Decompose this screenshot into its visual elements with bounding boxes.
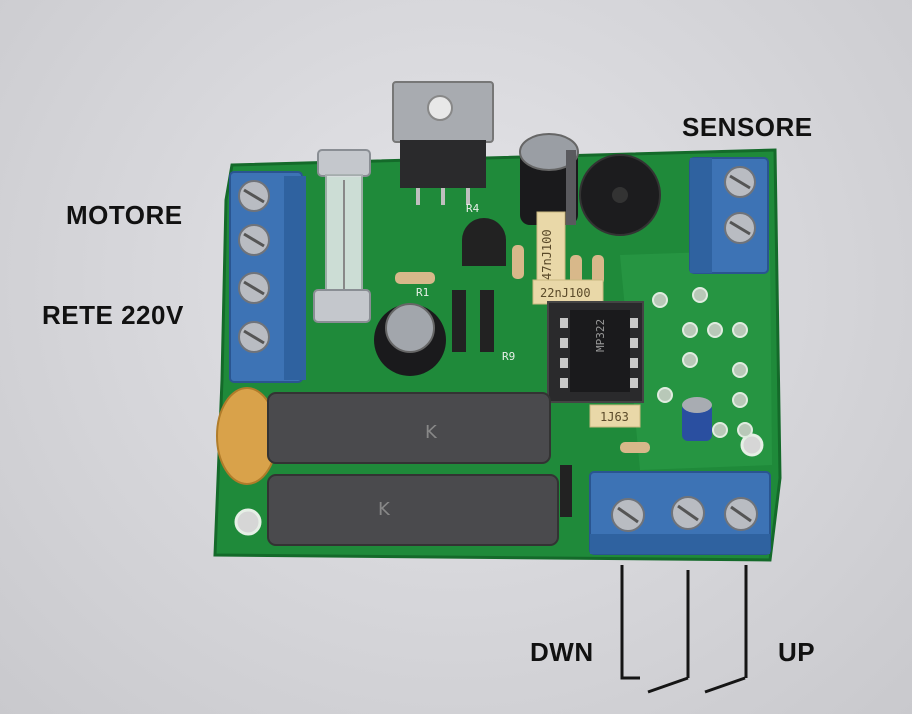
- silk-r4: R4: [466, 202, 480, 215]
- diode-bottom: [560, 465, 572, 517]
- ic-marking: MP322: [594, 319, 607, 352]
- film-capacitor-c: 1J63: [589, 404, 641, 428]
- diode: [452, 290, 466, 352]
- diode: [480, 290, 494, 352]
- mounting-hole: [234, 508, 262, 536]
- capacitor-b-marking: 22nJ100: [540, 286, 591, 300]
- fuse: [313, 149, 371, 323]
- relay-top: K: [267, 392, 551, 464]
- silk-r9: R9: [502, 350, 515, 363]
- solder-pads: [652, 287, 753, 438]
- film-capacitor-b: 22nJ100: [532, 279, 604, 305]
- small-capacitor-blue: [682, 397, 712, 441]
- relay-bottom-mark: K: [378, 499, 391, 520]
- resistors: [395, 245, 650, 453]
- capacitor-a-marking: 47nJ100: [540, 229, 554, 280]
- label-sensore: SENSORE: [682, 112, 813, 142]
- voltage-regulator: [392, 81, 494, 205]
- silk-r1: R1: [416, 286, 429, 299]
- switch-wiring: [620, 565, 748, 694]
- buzzer: [579, 154, 661, 236]
- transistor: [462, 218, 506, 266]
- relay-top-mark: K: [425, 422, 438, 443]
- capacitor-c-marking: 1J63: [600, 410, 629, 424]
- relay-bottom: K: [267, 474, 559, 546]
- terminal-block-bottom: [589, 471, 771, 555]
- label-rete: RETE 220V: [42, 300, 184, 330]
- terminal-block-sensor: [689, 157, 769, 274]
- electrolytic-capacitor-top: [519, 133, 579, 225]
- label-motore: MOTORE: [66, 200, 183, 230]
- electrolytic-capacitor-mid: [374, 303, 446, 376]
- label-dwn: DWN: [530, 637, 594, 667]
- ic-chip: MP322: [547, 301, 644, 403]
- mounting-hole: [740, 433, 764, 457]
- film-capacitor-a: 47nJ100: [536, 211, 566, 285]
- terminal-block-left: [229, 171, 306, 383]
- label-up: UP: [778, 637, 816, 667]
